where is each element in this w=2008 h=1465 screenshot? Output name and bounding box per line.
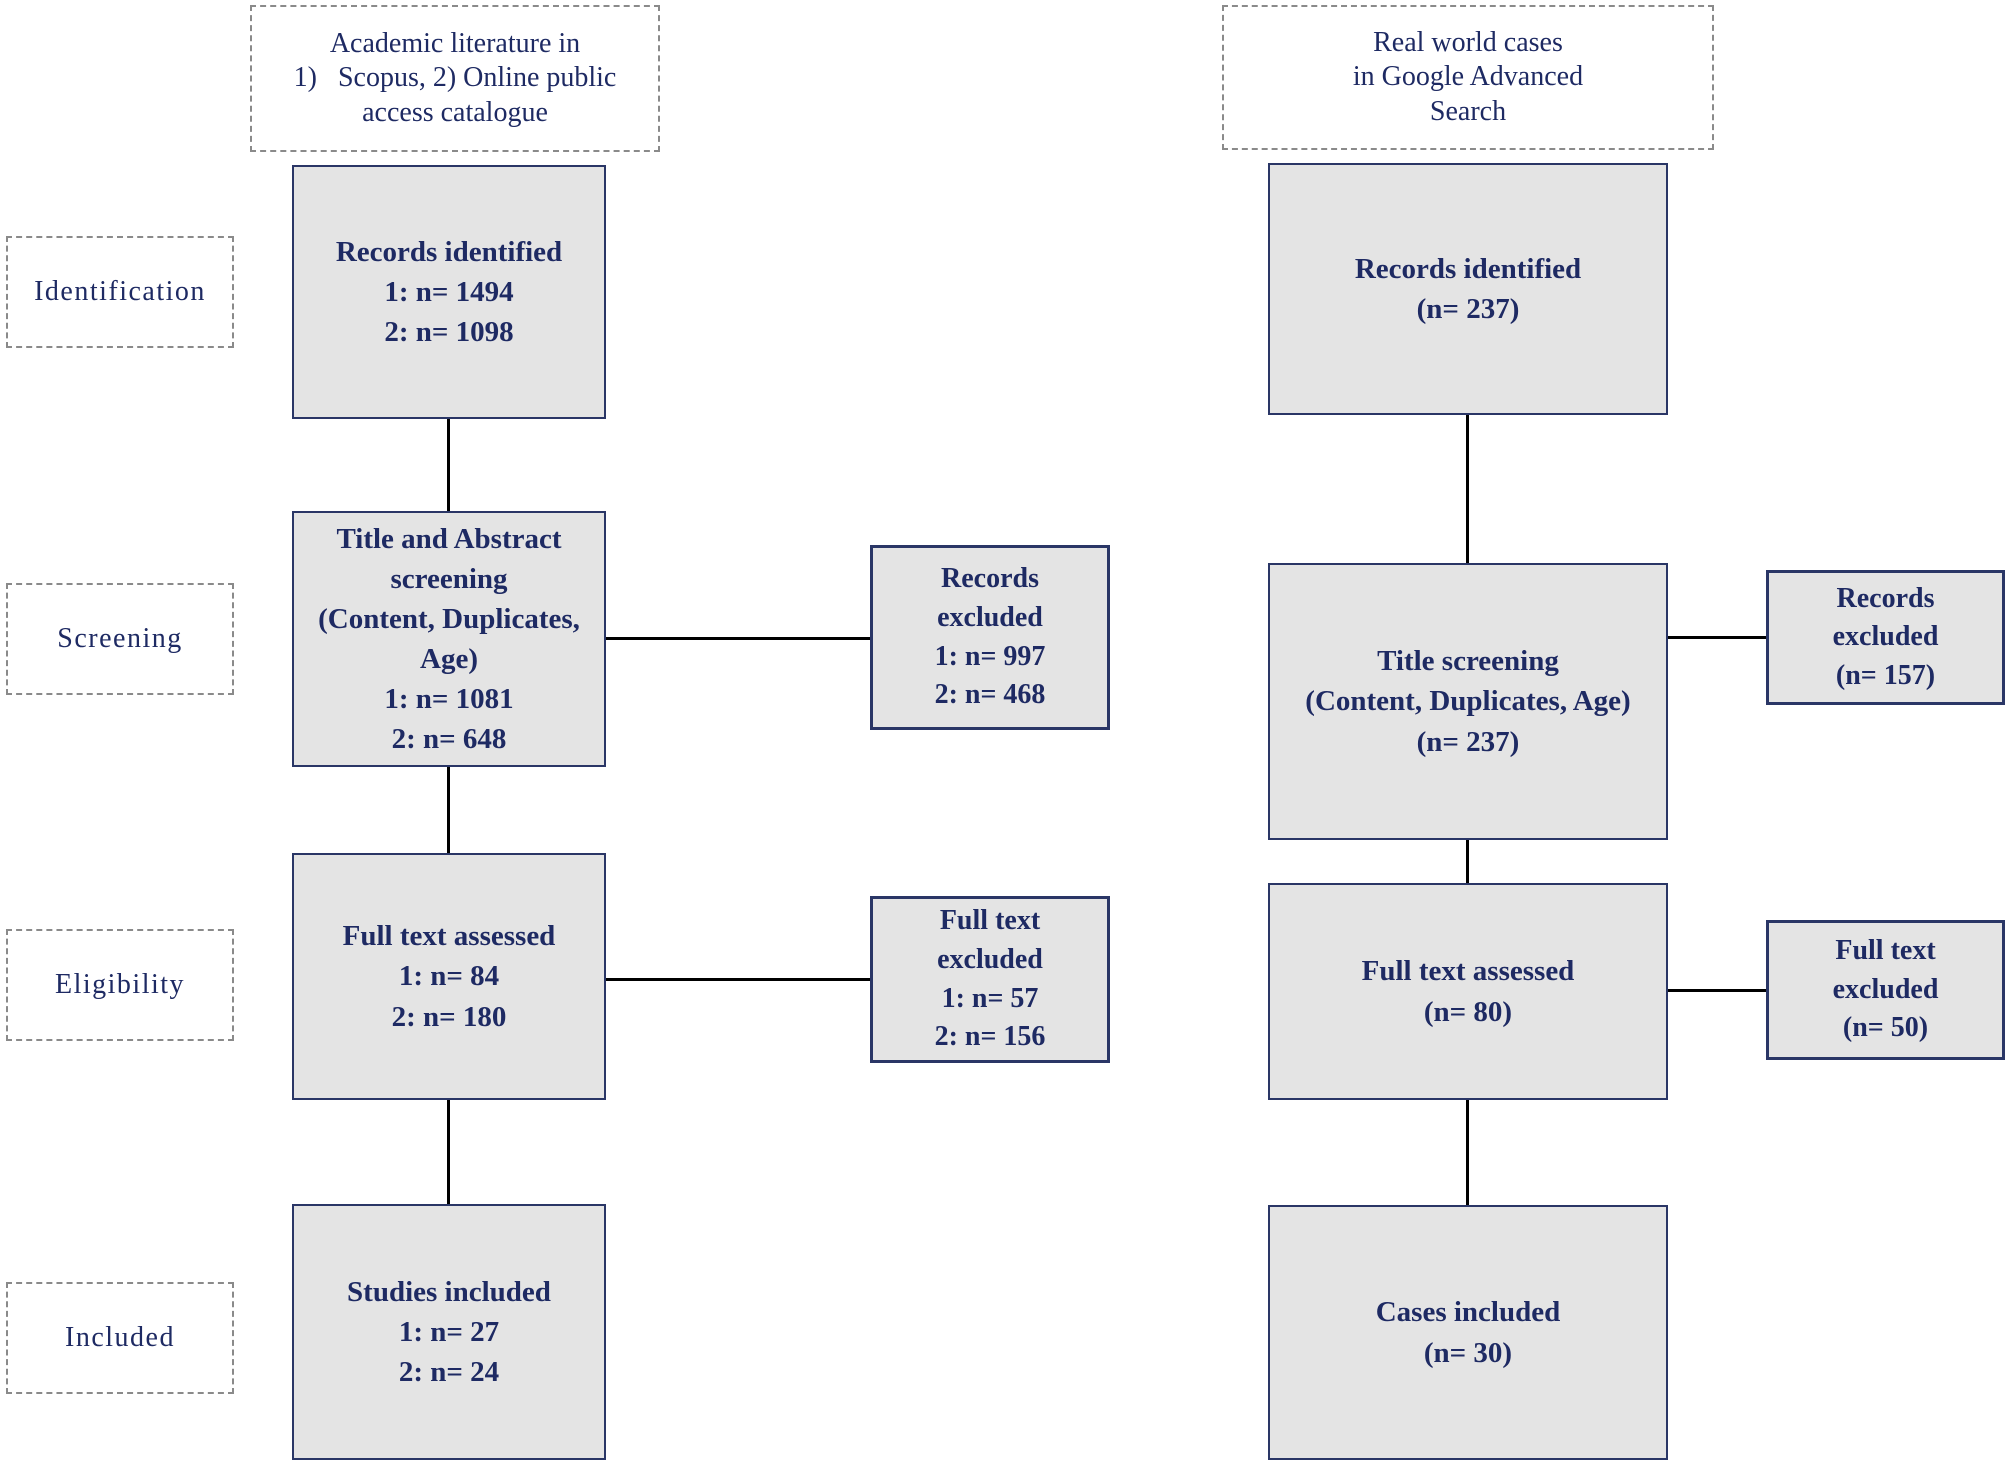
stage-label-text: Screening: [57, 623, 183, 654]
right-title-screening-box: Title screening (Content, Duplicates, Ag…: [1268, 563, 1668, 840]
left-studies-included-text: Studies included 1: n= 27 2: n= 24: [347, 1275, 551, 1388]
left-records-identified-text: Records identified 1: n= 1494 2: n= 1098: [335, 235, 563, 348]
stage-label-screening: Screening: [6, 583, 234, 695]
right-cases-included-box: Cases included (n= 30): [1268, 1205, 1668, 1460]
stage-label-text: Identification: [34, 276, 206, 307]
stage-label-included: Included: [6, 1282, 234, 1394]
left-studies-included-box: Studies included 1: n= 27 2: n= 24: [292, 1204, 606, 1460]
left-full-text-assessed-box: Full text assessed 1: n= 84 2: n= 180: [292, 853, 606, 1100]
right-connector-screening-eligibility: [1466, 840, 1469, 883]
left-records-identified-box: Records identified 1: n= 1494 2: n= 1098: [292, 165, 606, 419]
stage-label-identification: Identification: [6, 236, 234, 348]
left-column-header-text: Academic literature in 1) Scopus, 2) Onl…: [293, 28, 617, 128]
right-records-excluded-text: Records excluded (n= 157): [1832, 582, 1939, 691]
right-records-identified-box: Records identified (n= 237): [1268, 163, 1668, 415]
right-full-text-excluded-text: Full text excluded (n= 50): [1832, 935, 1939, 1044]
right-full-text-excluded-box: Full text excluded (n= 50): [1766, 920, 2005, 1060]
left-connector-eligibility-included: [447, 1100, 450, 1204]
right-column-header-text: Real world cases in Google Advanced Sear…: [1352, 27, 1584, 127]
right-connector-eligibility-included: [1466, 1100, 1469, 1205]
left-screening-text: Title and Abstract screening (Content, D…: [318, 522, 580, 756]
right-title-screening-text: Title screening (Content, Duplicates, Ag…: [1305, 645, 1631, 758]
left-connector-screening-excluded: [606, 637, 870, 640]
right-column-header: Real world cases in Google Advanced Sear…: [1222, 5, 1714, 150]
left-full-text-assessed-text: Full text assessed 1: n= 84 2: n= 180: [342, 920, 556, 1033]
right-connector-eligibility-excluded: [1668, 989, 1766, 992]
right-connector-identification-screening: [1466, 415, 1469, 563]
right-cases-included-text: Cases included (n= 30): [1375, 1296, 1561, 1369]
stage-label-text: Eligibility: [54, 969, 186, 1000]
left-column-header: Academic literature in 1) Scopus, 2) Onl…: [250, 5, 660, 152]
left-screening-box: Title and Abstract screening (Content, D…: [292, 511, 606, 767]
left-records-excluded-box: Records excluded 1: n= 997 2: n= 468: [870, 545, 1110, 730]
right-records-identified-text: Records identified (n= 237): [1354, 252, 1582, 325]
left-connector-identification-screening: [447, 419, 450, 511]
right-full-text-assessed-box: Full text assessed (n= 80): [1268, 883, 1668, 1100]
left-full-text-excluded-text: Full text excluded 1: n= 57 2: n= 156: [934, 905, 1046, 1053]
stage-label-text: Included: [65, 1322, 175, 1353]
right-records-excluded-box: Records excluded (n= 157): [1766, 570, 2005, 705]
right-full-text-assessed-text: Full text assessed (n= 80): [1361, 955, 1575, 1028]
stage-label-eligibility: Eligibility: [6, 929, 234, 1041]
left-records-excluded-text: Records excluded 1: n= 997 2: n= 468: [934, 563, 1046, 711]
left-full-text-excluded-box: Full text excluded 1: n= 57 2: n= 156: [870, 896, 1110, 1063]
left-connector-eligibility-excluded: [606, 978, 870, 981]
right-connector-screening-excluded: [1668, 636, 1766, 639]
left-connector-screening-eligibility: [447, 767, 450, 853]
